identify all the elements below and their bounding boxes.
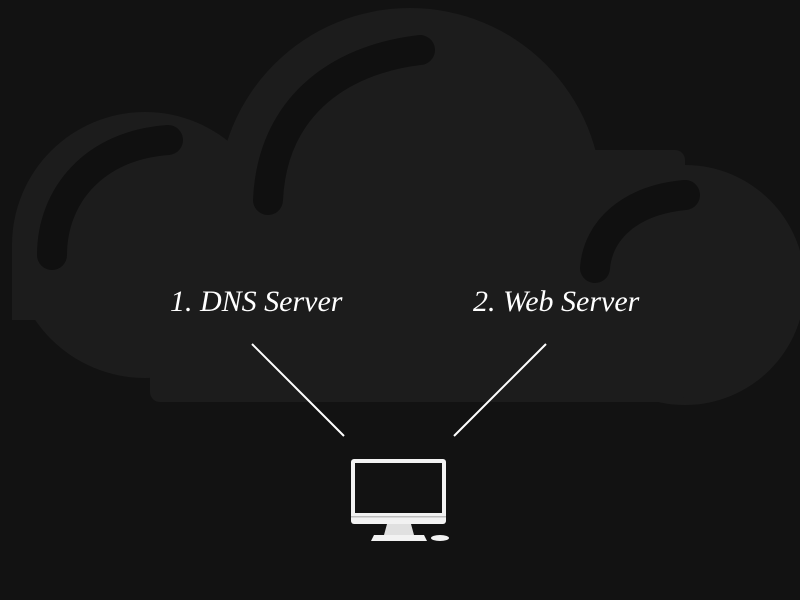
edge-client-to-dns: [251, 343, 345, 437]
edge-client-to-web: [453, 343, 547, 437]
mouse: [431, 535, 449, 541]
monitor: [351, 459, 446, 524]
web-server-label: 2. Web Server: [473, 285, 640, 318]
connection-lines: [251, 343, 547, 437]
monitor-stand: [371, 524, 427, 541]
dns-server-label: 1. DNS Server: [170, 285, 343, 318]
cloud-icon: [12, 8, 800, 405]
desktop-computer-icon: [351, 459, 449, 541]
